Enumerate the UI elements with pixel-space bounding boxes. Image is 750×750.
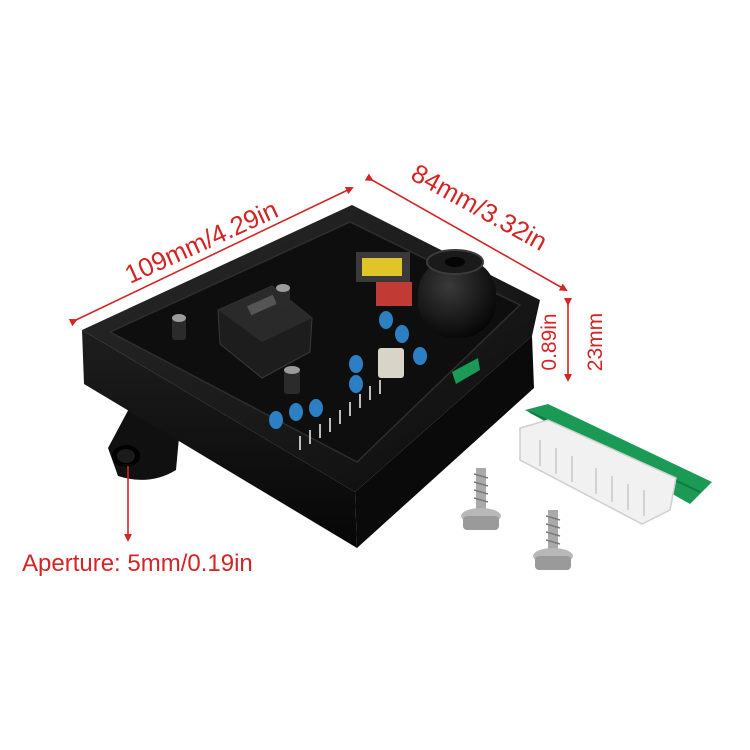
aperture-label: Aperture: 5mm/0.19in	[22, 550, 253, 577]
connector-board	[519, 404, 712, 525]
capacitor	[284, 366, 300, 394]
white-connector	[519, 419, 677, 525]
height-mm-label: 23mm	[584, 313, 607, 371]
housing-side-wall	[355, 336, 534, 548]
capacitor	[172, 314, 186, 340]
white-component	[378, 348, 404, 378]
igniter-knob	[418, 249, 496, 338]
dimension-height: 0.89in 23mm	[538, 298, 607, 382]
housing-front-wall	[82, 330, 357, 548]
capacitor	[276, 284, 290, 308]
screw	[461, 468, 501, 530]
screw	[533, 510, 573, 570]
ceramic-capacitors	[269, 311, 427, 429]
header-pins	[299, 380, 381, 450]
width-label: 84mm/3.32in	[406, 158, 552, 257]
height-in-label: 0.89in	[538, 313, 561, 370]
